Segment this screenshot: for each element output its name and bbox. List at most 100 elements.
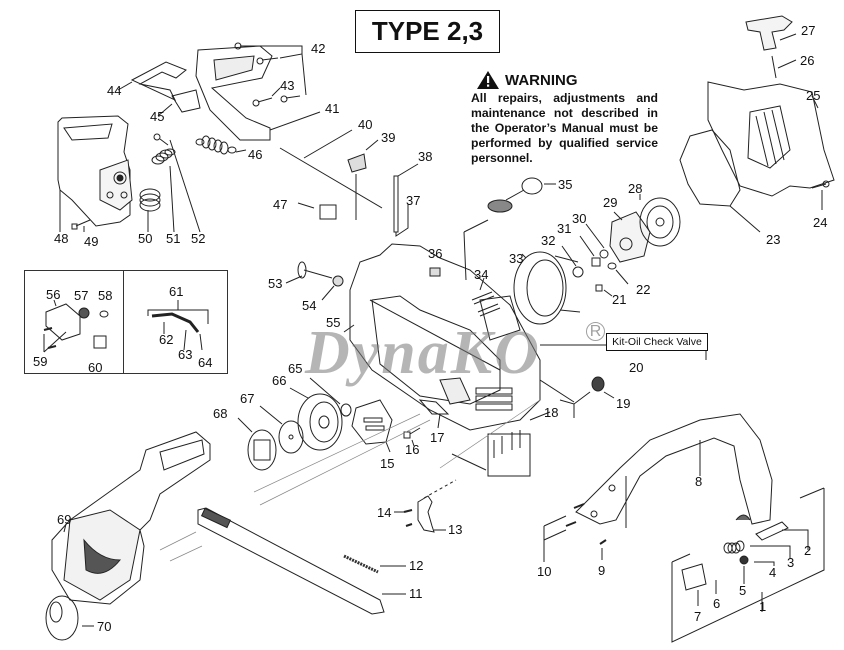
- assembly-guide-lines: [159, 399, 541, 562]
- part-label-16: 16: [405, 442, 420, 457]
- type-label-box: TYPE 2,3: [355, 10, 500, 53]
- part-label-55: 55: [326, 315, 341, 330]
- part-label-43: 43: [280, 78, 295, 93]
- part-label-7: 7: [694, 609, 702, 624]
- part-57-gear: [78, 307, 90, 319]
- part-67-washer: [259, 405, 304, 454]
- part-label-62: 62: [159, 332, 174, 347]
- part-label-61: 61: [169, 284, 184, 299]
- part-label-59: 59: [33, 354, 48, 369]
- part-label-48: 48: [54, 231, 69, 246]
- part-label-19: 19: [616, 396, 631, 411]
- part-label-30: 30: [572, 211, 587, 226]
- part-label-36: 36: [428, 246, 443, 261]
- part-4-washer: [739, 555, 775, 566]
- part-label-56: 56: [46, 287, 61, 302]
- part-9-screw: [599, 476, 627, 560]
- crankcase-body: [343, 243, 541, 431]
- part-34-bolts: [471, 277, 501, 317]
- part-8-front-handle: [575, 413, 773, 525]
- kit-oil-check-valve-callout: Kit-Oil Check Valve: [606, 333, 708, 351]
- part-68-clutch: [237, 417, 277, 471]
- part-33-flywheel: [513, 251, 581, 325]
- part-40-rod: [279, 129, 383, 209]
- oil-pump-inset-box: [24, 270, 228, 374]
- part-label-25: 25: [806, 88, 821, 103]
- part-53-pin: [285, 261, 333, 284]
- part-12-chain: [343, 554, 406, 574]
- part-label-3: 3: [787, 555, 795, 570]
- part-label-33: 33: [509, 251, 524, 266]
- part-label-60: 60: [88, 360, 103, 375]
- warning-title: WARNING: [505, 71, 578, 89]
- part-label-12: 12: [409, 558, 424, 573]
- part-14-screws: [394, 509, 413, 527]
- part-label-51: 51: [166, 231, 181, 246]
- part-label-2: 2: [804, 543, 812, 558]
- part-41-front-handle: [195, 45, 321, 141]
- part-label-6: 6: [713, 596, 721, 611]
- part-label-39: 39: [381, 130, 396, 145]
- part-label-22: 22: [636, 282, 651, 297]
- part-label-65: 65: [288, 361, 303, 376]
- part-label-37: 37: [406, 193, 421, 208]
- part-label-17: 17: [430, 430, 445, 445]
- part-27-handle: [745, 15, 797, 51]
- part-label-11: 11: [409, 586, 423, 601]
- part-label-45: 45: [150, 109, 165, 124]
- part-label-54: 54: [302, 298, 317, 313]
- part-label-57: 57: [74, 288, 89, 303]
- part-label-67: 67: [240, 391, 255, 406]
- part-10-screws: [543, 503, 585, 562]
- part-label-27: 27: [801, 23, 816, 38]
- registered-mark-icon: R: [586, 322, 605, 341]
- part-36-nut: [429, 267, 441, 277]
- part-label-66: 66: [272, 373, 287, 388]
- part-19-oil-check-valve: [539, 344, 707, 418]
- part-label-70: 70: [97, 619, 112, 634]
- part-label-21: 21: [612, 292, 627, 307]
- part-label-15: 15: [380, 456, 395, 471]
- part-38-oil-pump-shaft: [393, 163, 419, 237]
- part-48-rear-handle: [57, 115, 133, 227]
- part-label-53: 53: [268, 276, 283, 291]
- part-13-spike-bumper: [417, 479, 457, 533]
- part-43-screw: [252, 87, 281, 107]
- part-label-46: 46: [248, 147, 263, 162]
- part-17-bracket: [418, 399, 450, 429]
- part-label-64: 64: [198, 355, 213, 370]
- kit-label: Kit-Oil Check Valve: [612, 336, 702, 348]
- part-label-26: 26: [800, 53, 815, 68]
- part-46-spring: [195, 135, 247, 155]
- part-label-29: 29: [603, 195, 618, 210]
- part-59-screws: [43, 327, 67, 353]
- part-30-spacer: [585, 223, 609, 259]
- part-label-52: 52: [191, 231, 206, 246]
- part-11-guide-bar: [197, 507, 406, 615]
- part-24-screw: [811, 180, 830, 210]
- part-54-nut: [321, 275, 344, 301]
- part-label-14: 14: [377, 505, 392, 520]
- part-26-rope-shaft: [771, 55, 797, 79]
- part-label-28: 28: [628, 181, 643, 196]
- part-60-nozzle: [93, 335, 107, 349]
- part-22-washer: [607, 262, 629, 285]
- part-65-washer: [309, 377, 352, 417]
- part-label-44: 44: [107, 83, 122, 98]
- part-16-bolt: [403, 427, 421, 447]
- part-label-34: 34: [474, 267, 489, 282]
- part-21-nut: [595, 284, 613, 297]
- part-49-screw: [71, 219, 91, 230]
- part-39-grommet: [347, 139, 379, 220]
- part-44-bracket: [117, 61, 187, 102]
- part-label-41: 41: [325, 101, 340, 116]
- part-45-lever: [157, 89, 201, 117]
- part-42-screws: [234, 42, 307, 103]
- part-label-4: 4: [769, 565, 777, 580]
- part-1-kit-box: [671, 487, 825, 643]
- part-label-35: 35: [558, 177, 573, 192]
- part-label-69: 69: [57, 512, 72, 527]
- part-label-31: 31: [557, 221, 572, 236]
- part-label-47: 47: [273, 197, 288, 212]
